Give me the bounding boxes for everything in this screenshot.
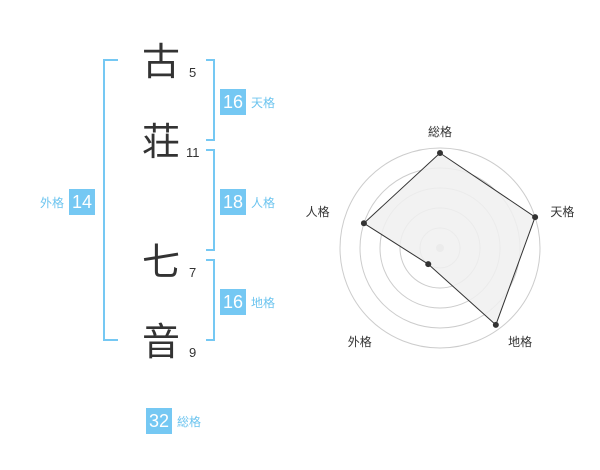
radar-point-3 [492,321,499,328]
radar-axis-label-3: 地格 [508,334,532,349]
gaikaku-label: 外格 [40,195,65,210]
tenkaku-label: 天格 [251,95,276,110]
jinkaku-badge: 18 人格 [220,189,275,215]
stroke-count-3: 7 [189,265,197,280]
tenkaku-badge: 16 天格 [220,89,275,115]
chikaku-value: 16 [220,289,247,315]
chikaku-bracket [206,259,215,341]
radar-point-4 [425,261,432,268]
chikaku-badge: 16 地格 [220,289,275,315]
stroke-count-2: 11 [186,145,200,160]
stroke-count-4: 9 [189,345,197,360]
gaikaku-bracket [103,59,118,341]
gaikaku-badge: 外格 14 [40,189,96,215]
radar-axis-label-5: 人格 [306,204,330,219]
soukaku-badge: 32 総格 [146,408,201,434]
radar-polygon [363,152,536,326]
tenkaku-value: 16 [220,89,247,115]
radar-axis-label-2: 天格 [550,204,574,219]
tenkaku-bracket [206,59,215,141]
gaikaku-value: 14 [69,189,96,215]
name-char-4: 音 [142,320,181,364]
chikaku-label: 地格 [251,295,276,310]
name-char-3: 七 [142,240,181,284]
radar-ring-5 [339,147,541,349]
name-char-2: 荘 [142,120,181,164]
radar-axis-label-4: 外格 [348,334,372,349]
radar-axis-label-1: 総格 [428,124,452,139]
jinkaku-label: 人格 [251,195,276,210]
stroke-count-1: 5 [189,65,197,80]
soukaku-label: 総格 [177,414,202,429]
soukaku-value: 32 [146,408,173,434]
name-char-1: 古 [142,40,181,84]
radar-point-2 [532,214,539,221]
jinkaku-bracket [206,149,215,251]
radar-point-5 [360,220,367,227]
radar-point-1 [437,150,443,156]
jinkaku-value: 18 [220,189,247,215]
